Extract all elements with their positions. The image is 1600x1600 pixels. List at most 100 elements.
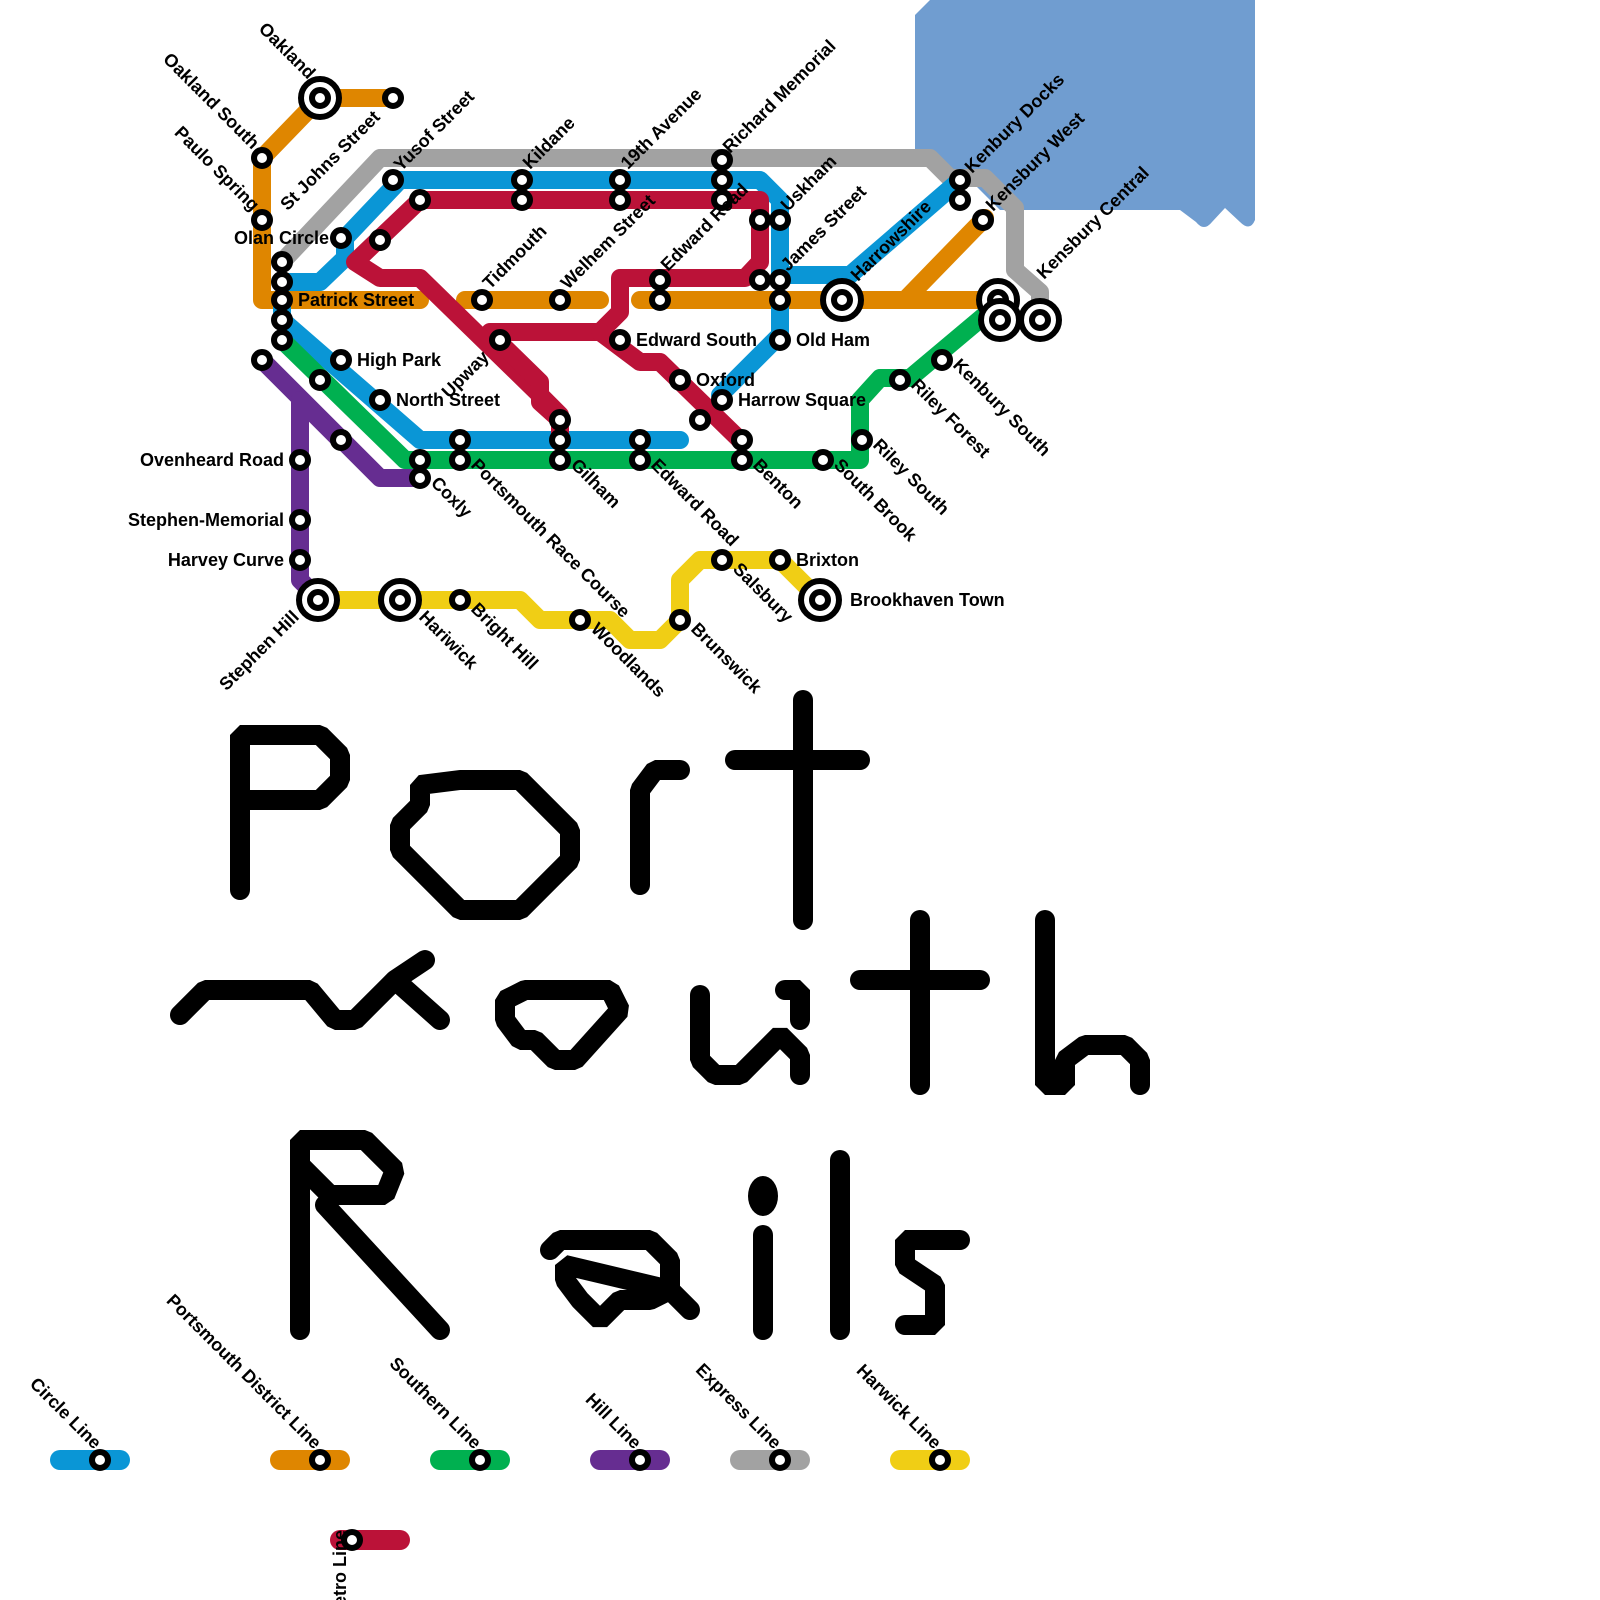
station-platform[interactable] — [949, 189, 971, 211]
station-platform[interactable] — [409, 189, 431, 211]
station-platform[interactable] — [749, 209, 771, 231]
title-glyph — [290, 1130, 450, 1340]
station[interactable] — [889, 369, 911, 391]
station[interactable] — [298, 76, 342, 120]
station[interactable] — [549, 289, 571, 311]
station[interactable] — [382, 87, 404, 109]
legend-station-icon — [929, 1449, 951, 1471]
legend-station-icon — [341, 1529, 363, 1551]
station-platform[interactable] — [271, 329, 293, 351]
station-label: Edward South — [636, 330, 757, 350]
station-label: Oxford — [696, 370, 755, 390]
station-platform[interactable] — [549, 429, 571, 451]
station-platform[interactable] — [369, 229, 391, 251]
station[interactable] — [378, 578, 422, 622]
station[interactable] — [629, 449, 651, 471]
station[interactable] — [251, 147, 273, 169]
station[interactable] — [289, 449, 311, 471]
station-platform[interactable] — [749, 269, 771, 291]
station-label: Harrow Square — [738, 390, 866, 410]
station[interactable] — [669, 609, 691, 631]
station-label: Patrick Street — [298, 290, 414, 310]
station[interactable] — [549, 449, 571, 471]
station[interactable] — [851, 429, 873, 451]
legend-item-harwick: Harwick Line — [853, 1360, 970, 1471]
title-glyph — [540, 1230, 700, 1328]
station-platform[interactable] — [409, 449, 431, 471]
station[interactable] — [409, 467, 431, 489]
legend-item-hill: Hill Line — [582, 1389, 670, 1471]
legend-label: Express Line — [692, 1359, 785, 1452]
station[interactable] — [609, 329, 631, 351]
legend-item-district: Portsmouth District Line — [163, 1290, 350, 1471]
station[interactable] — [609, 169, 631, 191]
station-platform[interactable] — [271, 309, 293, 331]
station[interactable] — [931, 349, 953, 371]
legend-label: Harwick Line — [853, 1360, 946, 1453]
title-glyph — [230, 725, 350, 900]
station-platform[interactable] — [689, 409, 711, 431]
title-glyph — [690, 980, 810, 1085]
station-platform[interactable] — [609, 189, 631, 211]
station-label: Stephen Hill — [215, 607, 303, 695]
station[interactable] — [769, 269, 791, 291]
station-label: Edward Road — [647, 455, 742, 550]
station[interactable] — [1018, 298, 1062, 342]
station[interactable] — [649, 269, 671, 291]
station-platform[interactable] — [449, 429, 471, 451]
station[interactable] — [769, 209, 791, 231]
station[interactable] — [949, 169, 971, 191]
legend-label: Hill Line — [582, 1389, 646, 1453]
station[interactable] — [669, 369, 691, 391]
station[interactable] — [511, 169, 533, 191]
legend-item-circle: Circle Line — [26, 1374, 130, 1471]
station[interactable] — [330, 349, 352, 371]
station[interactable] — [569, 609, 591, 631]
station-platform[interactable] — [711, 169, 733, 191]
station[interactable] — [382, 169, 404, 191]
station[interactable] — [820, 278, 864, 322]
legend-station-icon — [309, 1449, 331, 1471]
station[interactable] — [798, 578, 842, 622]
station-platform[interactable] — [711, 189, 733, 211]
station-platform[interactable] — [511, 189, 533, 211]
station-platform[interactable] — [649, 289, 671, 311]
station[interactable] — [489, 329, 511, 351]
title-glyph — [725, 690, 870, 930]
station[interactable] — [296, 578, 340, 622]
station[interactable] — [711, 149, 733, 171]
station-platform[interactable] — [271, 251, 293, 273]
station-platform[interactable] — [330, 429, 352, 451]
station-platform[interactable] — [769, 289, 791, 311]
legend-label: Southern Line — [386, 1353, 486, 1453]
station-platform[interactable] — [309, 369, 331, 391]
title-glyph — [895, 1230, 970, 1335]
interchange-core[interactable] — [989, 309, 1011, 331]
station[interactable] — [330, 227, 352, 249]
station[interactable] — [289, 509, 311, 531]
station-label: Brixton — [796, 550, 859, 570]
legend-station-icon — [629, 1449, 651, 1471]
station[interactable] — [251, 209, 273, 231]
station-label: Brunswick — [687, 619, 766, 698]
station[interactable] — [449, 589, 471, 611]
station[interactable] — [769, 329, 791, 351]
station[interactable] — [769, 549, 791, 571]
station[interactable] — [369, 389, 391, 411]
station-platform[interactable] — [731, 429, 753, 451]
station[interactable] — [711, 389, 733, 411]
station-platform[interactable] — [549, 409, 571, 431]
station-label: Richard Memorial — [719, 36, 840, 157]
station-platform[interactable] — [271, 271, 293, 293]
station[interactable] — [711, 549, 733, 571]
station[interactable] — [449, 449, 471, 471]
station[interactable] — [731, 449, 753, 471]
station[interactable] — [471, 289, 493, 311]
station[interactable] — [812, 449, 834, 471]
station[interactable] — [271, 289, 293, 311]
station-platform[interactable] — [251, 349, 273, 371]
station[interactable] — [289, 549, 311, 571]
station-platform[interactable] — [629, 429, 651, 451]
station[interactable] — [972, 209, 994, 231]
